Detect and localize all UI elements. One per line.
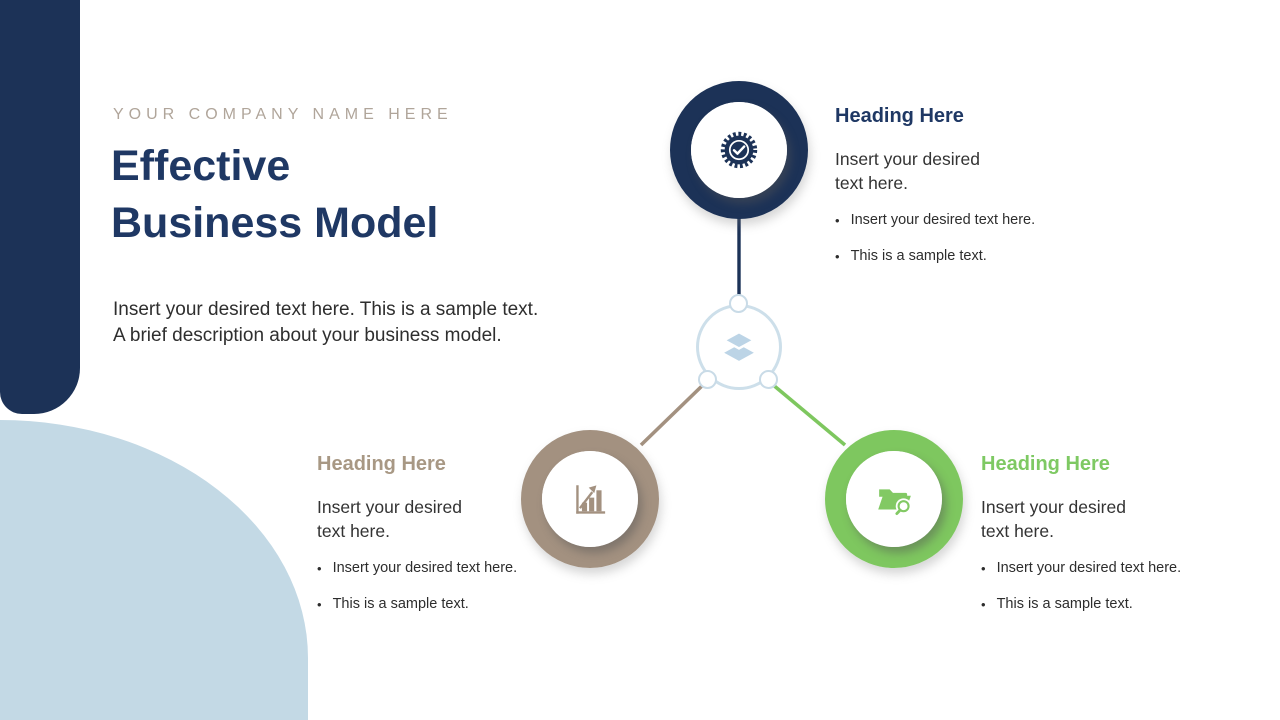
node-text-block-top: Heading Here Insert your desired text he… [835,104,1165,265]
bar-chart-icon [576,485,606,514]
node-bullets: • Insert your desired text here. • This … [317,560,597,613]
badge-check-icon [720,131,758,169]
bullet-dot: • [317,597,322,612]
bullet-item: • Insert your desired text here. [317,560,597,577]
node-circle-bottom-right [825,430,963,568]
bullet-dot: • [835,213,840,228]
node-text-block-bottom-right: Heading Here Insert your desired text he… [981,452,1261,613]
node-bullets: • Insert your desired text here. • This … [835,212,1165,265]
hub-connector-dot-top [729,294,748,313]
slide-description: Insert your desired text here. This is a… [113,297,538,348]
connector-line-left [639,382,706,447]
node-inner-circle [846,451,942,547]
slide-description-line1: Insert your desired text here. This is a… [113,299,539,320]
hub-connector-dot-left [698,370,717,389]
bullet-text: Insert your desired text here. [850,212,1036,228]
node-bullets: • Insert your desired text here. • This … [981,560,1261,613]
bullet-dot: • [835,249,840,264]
node-body: Insert your desired text here. [317,497,462,541]
slide-title-line1: Effective [111,142,291,190]
bullet-dot: • [981,597,986,612]
corner-shape-navy [0,0,80,414]
bullet-item: • Insert your desired text here. [981,560,1261,577]
company-name: YOUR COMPANY NAME HERE [113,106,453,123]
node-inner-circle [542,451,638,547]
node-body: Insert your desired text here. [981,497,1126,541]
bullet-item: • This is a sample text. [835,248,1165,265]
node-inner-circle [691,102,787,198]
bullet-dot: • [317,561,322,576]
layers-icon [721,330,757,361]
bullet-item: • This is a sample text. [317,596,597,613]
node-circle-bottom-left [521,430,659,568]
bullet-dot: • [981,561,986,576]
node-heading: Heading Here [317,453,446,475]
hub-connector-dot-right [759,370,778,389]
bullet-text: This is a sample text. [850,248,987,264]
node-circle-top [670,81,808,219]
node-body: Insert your desired text here. [835,149,980,193]
slide-description-line2: A brief description about your business … [113,324,502,346]
slide-title-line2: Business Model [111,199,439,247]
folder-search-icon [878,489,912,517]
connector-line-right [770,382,847,447]
node-heading: Heading Here [835,105,964,127]
bullet-item: • This is a sample text. [981,596,1261,613]
bullet-item: • Insert your desired text here. [835,212,1165,229]
bullet-text: This is a sample text. [332,596,469,612]
bullet-text: Insert your desired text here. [332,560,518,576]
node-heading: Heading Here [981,453,1110,475]
slide-title: Effective Business Model [111,138,438,252]
bullet-text: Insert your desired text here. [996,560,1182,576]
bullet-text: This is a sample text. [996,596,1133,612]
node-text-block-bottom-left: Heading Here Insert your desired text he… [317,452,597,613]
